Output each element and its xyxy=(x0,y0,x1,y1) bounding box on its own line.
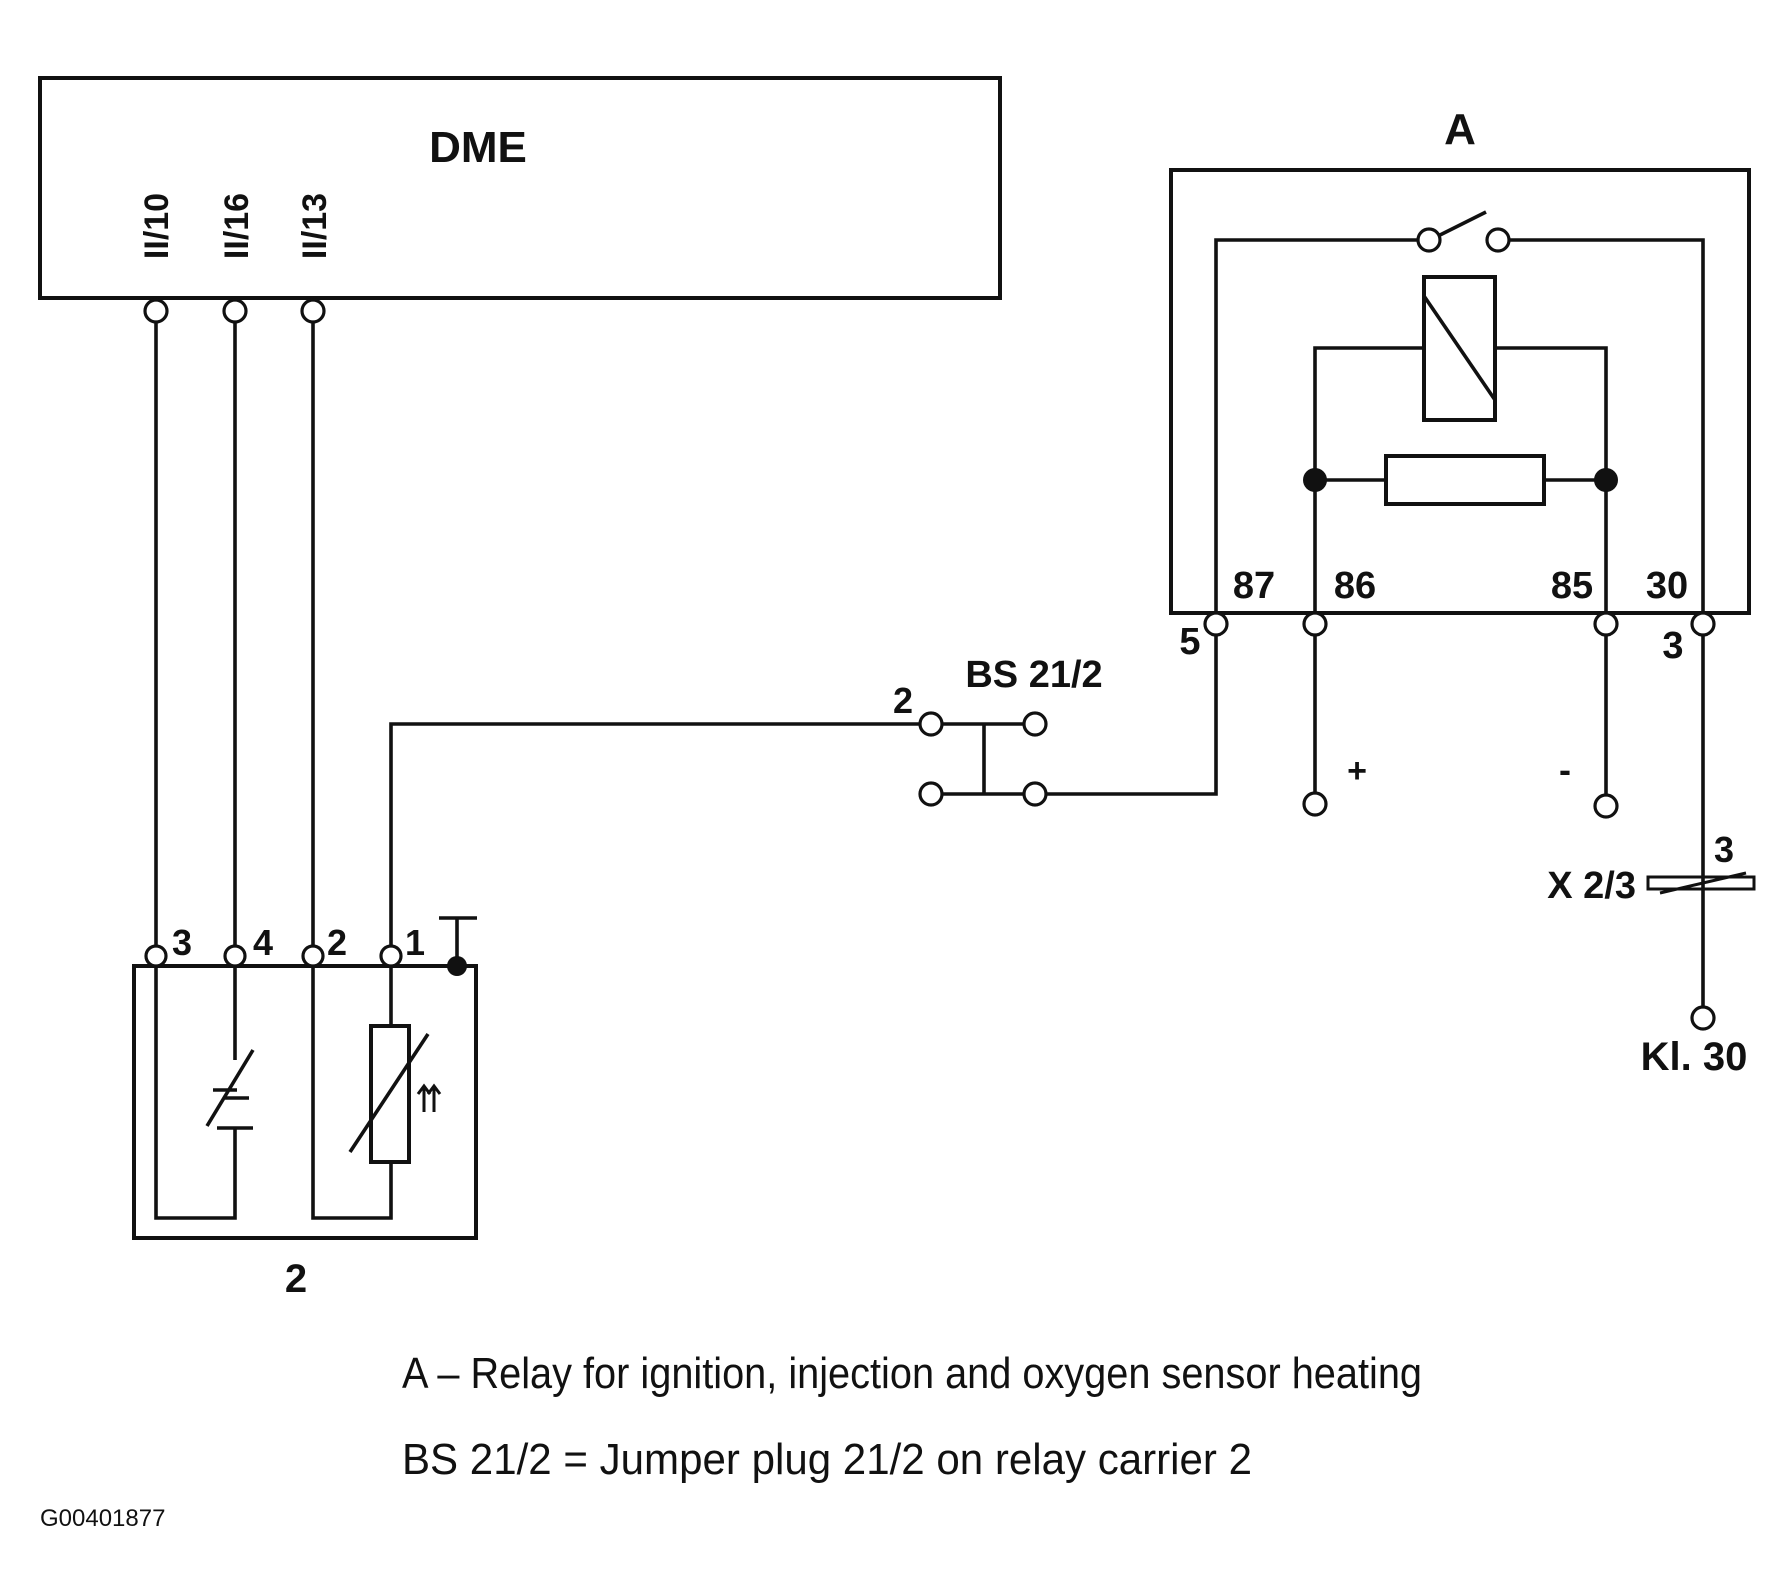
wire xyxy=(1495,346,1608,624)
terminal xyxy=(918,781,944,807)
relay-resistor xyxy=(1384,454,1546,506)
terminal xyxy=(301,944,325,968)
terminal xyxy=(1593,793,1619,819)
legend-line: BS 21/2 = Jumper plug 21/2 on relay carr… xyxy=(402,1435,1252,1484)
legend: A – Relay for ignition, injection and ox… xyxy=(402,1349,1422,1484)
sensor-pin-label: 2 xyxy=(327,922,347,963)
switch-contact xyxy=(1485,227,1511,253)
terminal xyxy=(918,711,944,737)
supply-label: Kl. 30 xyxy=(1641,1035,1748,1079)
sensor-pin-label: 3 xyxy=(172,922,192,963)
connector-x-label: X 2/3 xyxy=(1547,865,1636,907)
terminal xyxy=(1302,791,1328,817)
connector-x-body xyxy=(1646,875,1756,891)
terminal xyxy=(143,298,169,324)
switch-arm xyxy=(1437,210,1487,238)
terminal xyxy=(1690,1005,1716,1031)
wire xyxy=(1046,636,1218,796)
wire xyxy=(389,722,920,946)
dme-title: DME xyxy=(429,123,527,172)
relay-title: A xyxy=(1444,105,1476,154)
sensor-pin-label: 1 xyxy=(405,922,425,963)
relay-terminal-label: 87 xyxy=(1233,565,1275,607)
coil-diagonal xyxy=(1422,294,1497,402)
connector-x-pin-label: 3 xyxy=(1714,829,1734,870)
junction xyxy=(1594,468,1618,492)
relay-a: A 87 86 85 30 5 3 xyxy=(1169,105,1751,667)
dme-control-unit: DME II/10 II/16 II/13 xyxy=(38,76,1002,300)
wire xyxy=(154,968,237,1220)
heater-resistor xyxy=(369,1024,411,1164)
terminal xyxy=(1593,611,1619,637)
dme-pin-label: II/13 xyxy=(296,193,334,259)
terminal xyxy=(1022,711,1048,737)
jumper-pin-label: 2 xyxy=(893,680,913,721)
terminal xyxy=(223,944,247,968)
sensor-box xyxy=(132,964,478,1240)
wire xyxy=(311,968,393,1220)
wire xyxy=(1214,238,1418,624)
sensor-pin-label: 4 xyxy=(253,922,273,963)
polarity-label: - xyxy=(1559,749,1571,790)
dme-pin-label: II/16 xyxy=(218,193,256,259)
terminal xyxy=(144,944,168,968)
figure-id: G00401877 xyxy=(40,1505,165,1532)
variable-arrow xyxy=(348,1033,430,1153)
terminal xyxy=(1302,611,1328,637)
junction xyxy=(1303,468,1327,492)
oxygen-sensor-component: 3 4 2 1 2 xyxy=(132,916,478,1301)
relay-connector-pin-label: 5 xyxy=(1179,621,1200,663)
legend-line: A – Relay for ignition, injection and ox… xyxy=(402,1349,1422,1398)
terminal xyxy=(1022,781,1048,807)
relay-box xyxy=(1169,168,1751,615)
terminal xyxy=(379,944,403,968)
polarity-label: + xyxy=(1347,752,1367,790)
relay-terminal-label: 86 xyxy=(1334,565,1376,607)
jumper-label: BS 21/2 xyxy=(965,654,1102,696)
jumper-plug: 2 BS 21/2 xyxy=(893,654,1103,807)
wire xyxy=(1509,238,1705,624)
relay-terminal-label: 85 xyxy=(1551,565,1593,607)
connector-x-hatch xyxy=(1659,871,1747,895)
dme-pin-label: II/10 xyxy=(138,193,176,259)
wire xyxy=(1313,346,1424,624)
terminal-30-feed: 3 X 2/3 Kl. 30 xyxy=(1547,635,1756,1079)
sensor-label: 2 xyxy=(285,1257,307,1301)
relay-connector-pin-label: 3 xyxy=(1662,625,1683,667)
wires-dme-to-sensor xyxy=(154,322,315,950)
terminal xyxy=(1203,611,1229,637)
switch-contact xyxy=(1416,227,1442,253)
dme-box xyxy=(38,76,1002,300)
junction xyxy=(447,956,467,976)
terminal xyxy=(222,298,248,324)
relay-terminal-label: 30 xyxy=(1646,565,1688,607)
terminal xyxy=(300,298,326,324)
terminal xyxy=(1690,611,1716,637)
heater-symbol-icon xyxy=(416,1083,442,1112)
switch-arm xyxy=(205,1049,255,1127)
